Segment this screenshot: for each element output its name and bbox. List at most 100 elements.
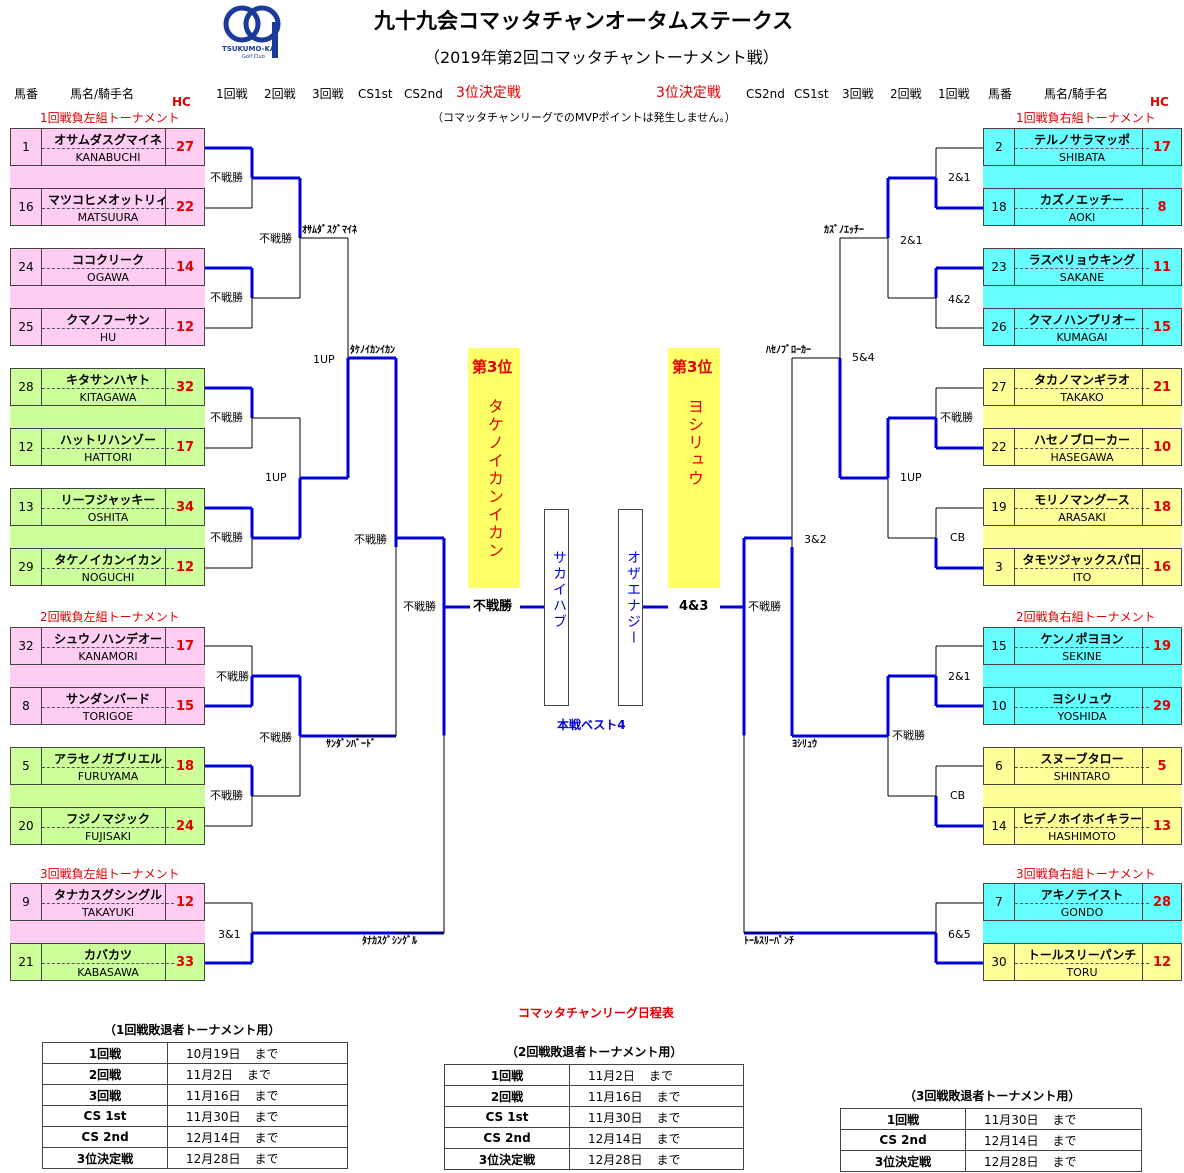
schedule-date-value: 11月30日 xyxy=(588,1110,643,1125)
schedule-round: 3回戦 xyxy=(42,1084,168,1106)
jockey-name: FUJISAKI xyxy=(84,829,132,843)
schedule-until: まで xyxy=(254,1109,279,1124)
header-hc-left: HC xyxy=(172,95,191,109)
schedule-date-value: 11月2日 xyxy=(186,1067,233,1082)
row-spacer xyxy=(983,921,1182,943)
jockey-name: KANAMORI xyxy=(78,649,138,663)
jockey-name: YOSHIDA xyxy=(1057,709,1107,723)
schedule-date: 11月2日まで xyxy=(569,1064,744,1086)
row-spacer xyxy=(983,665,1182,687)
entry-number: 20 xyxy=(11,808,42,844)
entry-number: 16 xyxy=(11,189,42,225)
horse-name: アラセノガブリエル xyxy=(42,750,174,768)
horse-name: オサムダスグマイネ xyxy=(42,131,174,149)
header-hc-right: HC xyxy=(1150,95,1169,109)
jockey-name: TORIGOE xyxy=(82,709,134,723)
schedule-round: CS 1st xyxy=(444,1106,570,1128)
third-place-right-box: 第3位 ヨシリュウ xyxy=(668,348,720,588)
horse-name: ココクリーク xyxy=(42,251,174,269)
schedule-until: まで xyxy=(1052,1112,1077,1127)
winner-left-3: ｻﾝﾀﾞﾝﾊﾞｰﾄﾞ xyxy=(326,739,376,750)
jockey-name: FURUYAMA xyxy=(77,769,139,783)
section-l1: 1回戦負左組トーナメント xyxy=(40,111,180,125)
handicap: 22 xyxy=(165,189,204,225)
entry-number: 26 xyxy=(984,309,1015,345)
center-left-result: 不戦勝 xyxy=(473,599,513,614)
schedule-until: まで xyxy=(254,1088,279,1103)
schedule-date: 11月30日まで xyxy=(167,1105,348,1127)
handicap: 15 xyxy=(165,688,204,724)
schedule-round: 1回戦 xyxy=(840,1108,966,1130)
horse-name: スヌーブタロー xyxy=(1015,750,1149,768)
logo-text: TSUKUMO-KAI xyxy=(222,45,278,53)
schedule-date: 10月19日まで xyxy=(167,1042,348,1064)
schedule-until: まで xyxy=(656,1152,681,1167)
result-right-f2: 不戦勝 xyxy=(748,600,781,613)
winner-right-3: ﾖｼﾘｭｳ xyxy=(792,739,817,750)
result-left-q2: 1UP xyxy=(265,471,287,484)
schedule-until: まで xyxy=(254,1046,279,1061)
horse-name: キタサンハヤト xyxy=(42,371,174,389)
jockey-name: TAKAKO xyxy=(1060,390,1104,404)
jockey-name: HASEGAWA xyxy=(1050,450,1114,464)
entry-number: 2 xyxy=(984,129,1015,165)
section-r1: 1回戦負右組トーナメント xyxy=(1016,111,1156,125)
row-spacer xyxy=(983,406,1182,428)
entry-number: 22 xyxy=(984,429,1015,465)
schedule-row: 2回戦 11月2日まで xyxy=(42,1063,348,1085)
winner-left-1: ｵｻﾑﾀﾞｽｸﾞﾏｲﾈ xyxy=(302,225,357,236)
jockey-name: HATTORI xyxy=(84,450,132,464)
entry-number: 25 xyxy=(11,309,42,345)
row-spacer xyxy=(983,166,1182,188)
schedule-round: 2回戦 xyxy=(42,1063,168,1085)
horse-name: タナカスグシングル xyxy=(42,886,174,904)
header-r1-left: 1回戦 xyxy=(216,87,248,101)
result-right-q1: 2&1 xyxy=(900,234,923,247)
jockey-name: KITAGAWA xyxy=(79,390,137,404)
schedule-until: まで xyxy=(1052,1133,1077,1148)
entry-number: 27 xyxy=(984,369,1015,405)
result-left-m8: 3&1 xyxy=(218,928,241,941)
jockey-name: HU xyxy=(99,330,117,344)
result-left-m3: 不戦勝 xyxy=(210,411,243,424)
header-name-left: 馬名/騎手名 xyxy=(70,87,135,101)
handicap: 12 xyxy=(165,309,204,345)
horse-name: カズノエッチー xyxy=(1015,191,1149,209)
handicap: 14 xyxy=(165,249,204,285)
section-r2: 2回戦負右組トーナメント xyxy=(1016,610,1156,624)
horse-name: フジノマジック xyxy=(42,810,174,828)
horse-name: トールスリーパンチ xyxy=(1015,946,1149,964)
horse-name: ラスベリョウキング xyxy=(1015,251,1149,269)
row-spacer xyxy=(10,665,205,687)
horse-name: アキノテイスト xyxy=(1015,886,1149,904)
horse-name: ヨシリュウ xyxy=(1015,690,1149,708)
handicap: 27 xyxy=(165,129,204,165)
row-spacer xyxy=(10,166,205,188)
jockey-name: KABASAWA xyxy=(77,965,139,979)
horse-name: ヒデノホイホイキラー xyxy=(1015,810,1149,828)
third-place-left-name: タケノイカンイカン xyxy=(485,398,504,560)
schedule-round: CS 2nd xyxy=(42,1126,168,1148)
handicap: 29 xyxy=(1142,688,1181,724)
schedule-until: まで xyxy=(246,1067,271,1082)
schedule-date: 12月14日まで xyxy=(965,1129,1142,1151)
header-name-right: 馬名/騎手名 xyxy=(1044,87,1109,101)
jockey-name: MATSUURA xyxy=(77,210,139,224)
club-logo: TSUKUMO-KAI Golf Club xyxy=(222,2,286,62)
